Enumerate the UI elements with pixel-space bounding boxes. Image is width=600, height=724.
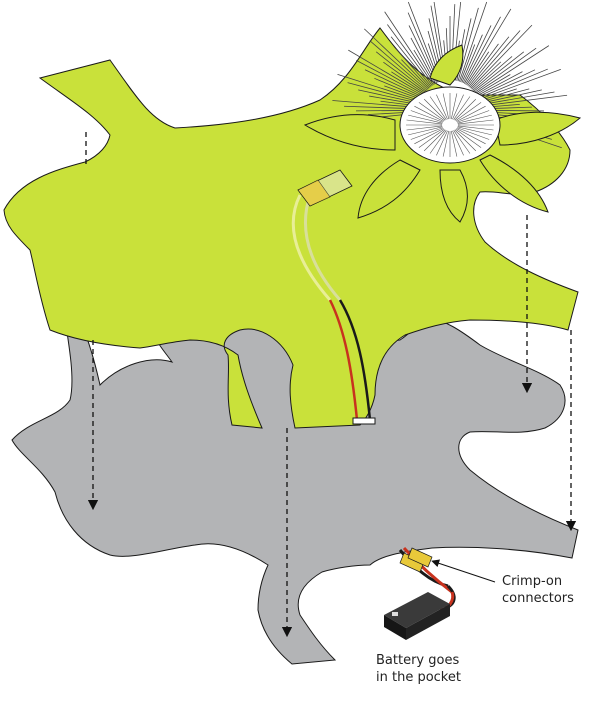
flower-center-fiber	[454, 129, 477, 152]
flower-spike	[476, 71, 523, 97]
flower-center-fiber	[418, 128, 445, 148]
flower-spike	[468, 36, 510, 87]
flower-spike	[347, 82, 422, 103]
flower-spike	[476, 69, 536, 98]
battery-label-line1: Battery goes	[376, 653, 460, 668]
flower-spike	[390, 36, 432, 87]
connector-icon	[297, 169, 353, 207]
flower-spike	[474, 45, 550, 94]
flower-center-fiber	[414, 128, 444, 145]
black-wire	[338, 299, 372, 421]
flower-spike	[460, 44, 476, 83]
battery-pack-icon	[384, 592, 450, 640]
flower-spike	[395, 48, 431, 88]
flower-center-fiber	[423, 98, 446, 121]
flower-spike	[364, 69, 424, 98]
wire-terminal	[352, 417, 376, 425]
flower-spike	[475, 74, 511, 96]
flower-center-fiber	[442, 130, 450, 157]
flower-spike	[479, 91, 555, 106]
battery-label-line2: in the pocket	[376, 670, 461, 685]
flower-center-fiber	[450, 93, 458, 120]
flower-spike	[401, 59, 430, 89]
flower-center-fiber	[408, 114, 443, 124]
flower-center-fiber	[410, 110, 443, 123]
flower-spike	[466, 51, 490, 86]
crimp-connectors	[399, 547, 433, 573]
flower-spike	[472, 56, 513, 91]
flower-spike	[374, 77, 423, 99]
flower-spike	[348, 49, 425, 96]
flower-spike	[457, 7, 479, 82]
flower-spike	[479, 94, 568, 107]
red-wire	[328, 299, 359, 421]
flower-spike	[458, 1, 488, 82]
yellow-wire-under-fabric	[291, 194, 332, 301]
flower-spike	[473, 51, 525, 92]
flower-spike	[337, 74, 422, 102]
flower-center-fiber	[406, 119, 443, 125]
flower-spike	[369, 40, 428, 91]
flower-spike	[469, 30, 521, 88]
flower-spike	[463, 16, 501, 84]
battery-pocket-label: Battery goes in the pocket	[376, 652, 461, 686]
flower-spike	[375, 51, 427, 92]
flower-center-fiber	[457, 114, 492, 124]
flower-center-fiber	[414, 105, 444, 122]
flower-center-fiber	[456, 105, 486, 122]
flower-center-fiber	[453, 130, 471, 154]
flower-center-fiber	[408, 126, 443, 136]
flower-spike	[383, 61, 426, 93]
flower-spike	[467, 43, 499, 87]
flower-center-fiber	[457, 110, 490, 123]
flower-center-fiber	[410, 127, 443, 140]
flower-spike	[356, 60, 424, 97]
flower-spike	[477, 68, 548, 99]
flower-spike	[364, 28, 429, 90]
flower-center-fiber	[457, 119, 494, 125]
flower-center-fiber	[450, 130, 458, 157]
flower-center-fiber	[455, 128, 482, 148]
flower-center-fiber	[457, 127, 490, 140]
flower-spike	[391, 71, 426, 94]
crimp-label-line1: Crimp-on	[502, 574, 563, 589]
crimp-label-line2: connectors	[502, 591, 574, 606]
flower-spike	[478, 69, 561, 101]
flower-center-fiber	[429, 130, 447, 154]
flower-spike	[332, 100, 421, 108]
flower-center-fiber	[454, 98, 477, 121]
grey-wire-under-fabric	[303, 194, 342, 301]
flower-center-fiber	[429, 96, 447, 120]
flower-center-fiber	[456, 128, 486, 145]
flower-spike	[462, 25, 492, 84]
flower-center-fiber	[442, 93, 450, 120]
flower-center-fiber	[452, 94, 464, 120]
flower-center-fiber	[457, 126, 492, 136]
flower-icon	[303, 1, 582, 223]
flower-center-fiber	[452, 130, 464, 156]
flower-spike	[470, 24, 533, 89]
flower-center-fiber	[453, 96, 471, 120]
flower-center-fiber	[436, 130, 448, 156]
flower-center-fiber	[423, 129, 446, 152]
flower-center-fiber	[418, 102, 445, 122]
flower-spike	[384, 11, 434, 86]
flower-spike	[387, 24, 433, 87]
flower-center-fiber	[455, 102, 482, 122]
flower-spike	[471, 61, 502, 90]
flower-center-fiber	[406, 125, 443, 131]
crimp-callout-line	[431, 559, 496, 583]
alignment-arrows	[85, 132, 577, 638]
flower-spike	[461, 34, 483, 83]
crimp-connectors-label: Crimp-on connectors	[502, 573, 574, 607]
flower-spike	[465, 8, 512, 85]
flower-center-fiber	[436, 94, 448, 120]
flower-center-fiber	[457, 125, 494, 131]
flower-spike	[474, 47, 537, 93]
